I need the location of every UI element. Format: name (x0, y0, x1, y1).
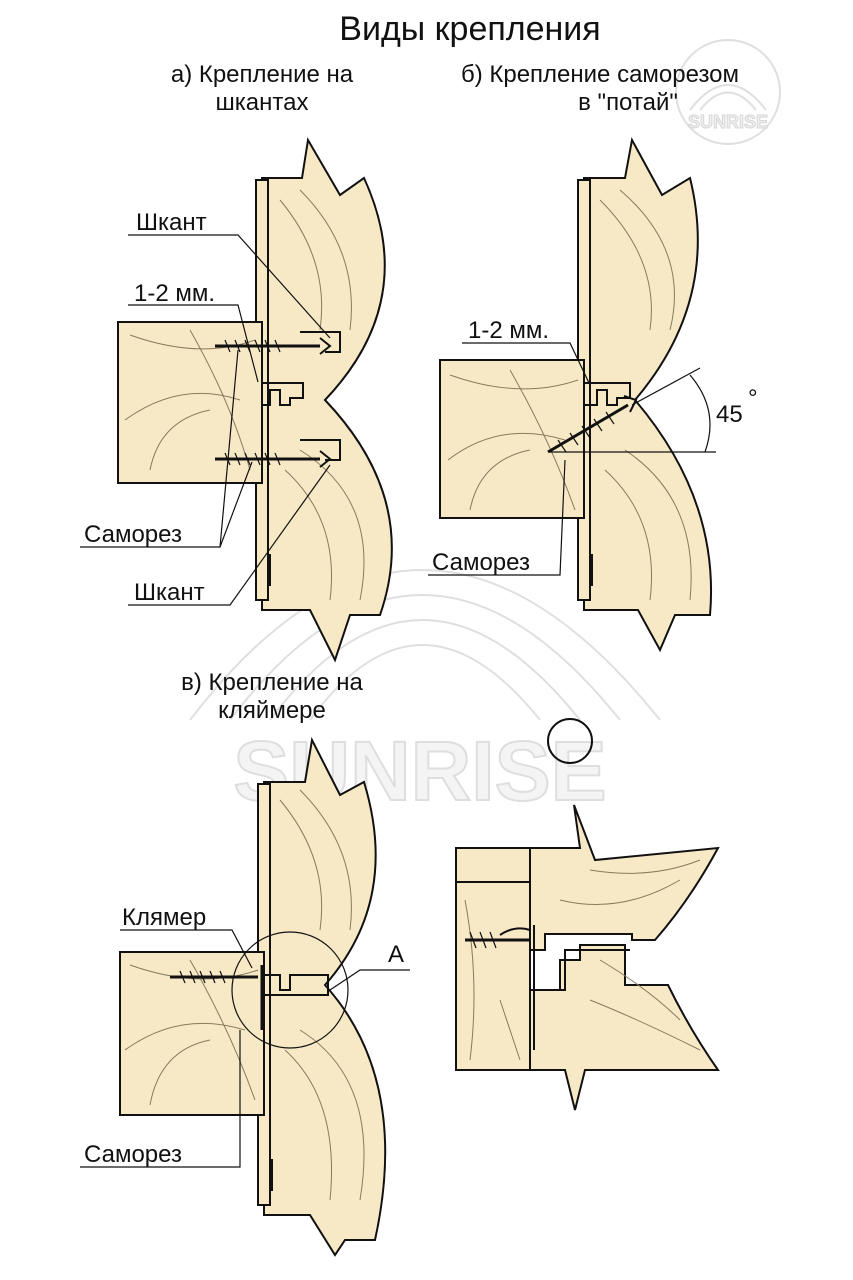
panel-b-screw-angled (547, 395, 638, 454)
panel-b-caption-line2: в "потай" (578, 89, 678, 116)
detail-a-upper-board (529, 804, 720, 951)
panel-a-caption-line1: а) Крепление на (171, 61, 354, 88)
watermark-logo (675, 39, 781, 145)
panel-a-label-dowel-bottom: Шкант (134, 579, 205, 606)
panel-c-label-screw: Саморез (84, 1141, 182, 1168)
panel-b-caption-line1: б) Крепление саморезом (461, 61, 739, 88)
panel-c-detail-circle (231, 931, 349, 1049)
detail-a (455, 718, 720, 1111)
watermark: SUNRISE SUNRISE (189, 39, 781, 819)
panel-c-label-callout: А (388, 941, 404, 968)
panel-c-label-clamp: Клямер (122, 904, 206, 931)
panel-b: б) Крепление саморезом в "потай" 45 ° 1-… (428, 61, 758, 653)
panel-c-left-log (119, 951, 265, 1116)
panel-b-label-screw: Саморез (432, 549, 530, 576)
detail-a-lower-board (529, 944, 720, 1111)
detail-a-marker-circle (547, 718, 593, 764)
panel-a-screw-top (215, 337, 332, 355)
watermark-text: SUNRISE (233, 724, 606, 818)
detail-a-screw (465, 927, 531, 949)
panel-a: а) Крепление на шкантах (80, 61, 393, 663)
panel-c-screw (170, 965, 264, 1030)
panel-a-caption-line2: шкантах (216, 89, 309, 116)
panel-a-curved-board (261, 137, 393, 663)
panel-c-caption-line1: в) Крепление на (181, 669, 363, 696)
panel-b-left-log (439, 359, 585, 519)
panel-b-curved-board (583, 137, 713, 653)
panel-b-label-degree: ° (748, 385, 758, 412)
detail-a-left-log-top (455, 847, 531, 883)
watermark-logo-text: SUNRISE (688, 112, 768, 132)
panel-c-caption-line2: кляймере (218, 697, 326, 724)
panel-b-label-angle: 45 (716, 401, 743, 428)
panel-b-label-gap: 1-2 мм. (468, 317, 549, 344)
detail-a-clamp (533, 925, 630, 1050)
panel-c: в) Крепление на кляймере Клямер А Саморе… (80, 669, 410, 1257)
panel-a-label-dowel-top: Шкант (136, 209, 207, 236)
panel-a-label-gap: 1-2 мм. (134, 280, 215, 307)
panel-a-label-screw: Саморез (84, 521, 182, 548)
panel-c-curved-board (263, 736, 387, 1257)
diagram-title: Виды крепления (339, 10, 600, 48)
panel-a-left-log (117, 321, 263, 484)
